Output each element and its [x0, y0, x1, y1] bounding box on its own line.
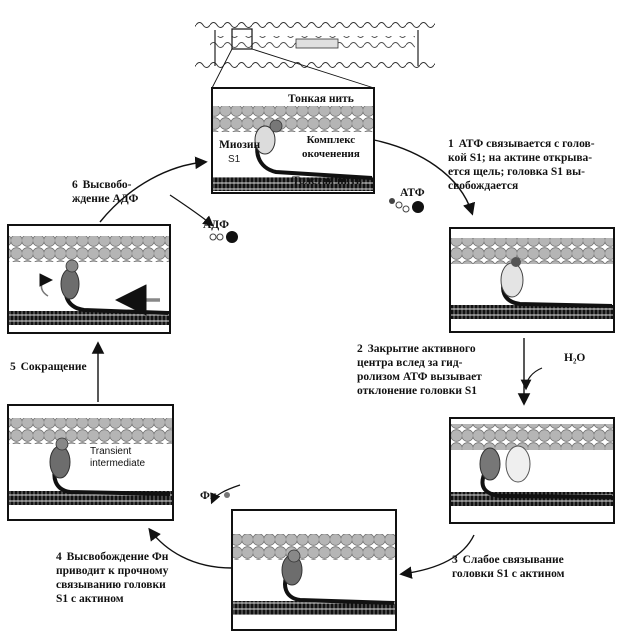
panel-top	[211, 87, 375, 194]
water-label: H₂O	[564, 352, 585, 364]
thick-filament-label: Толстая нить	[292, 175, 362, 187]
adp-label: АДФ	[203, 219, 229, 231]
step-3-text: Слабое связывание головки S1 с актином	[452, 554, 565, 580]
panel-bottom	[231, 509, 397, 631]
step-5-number: 5	[10, 361, 16, 373]
step-2-number: 2	[357, 343, 363, 355]
panel-left-lower	[7, 404, 174, 521]
cycle-arrows	[91, 139, 543, 579]
panel-right-upper	[449, 227, 615, 333]
adp-glyph	[209, 231, 238, 243]
step-3-number: 3	[452, 554, 458, 566]
step-5-text: Сокращение	[20, 361, 87, 373]
panel-left-upper	[7, 224, 171, 334]
pi-label: Фн	[200, 490, 217, 502]
step-2-text: Закрытие активного центра вслед за гид- …	[357, 343, 482, 397]
complex-label: Комплекс окоченения	[302, 134, 360, 160]
transient-intermediate-label: Transient intermediate	[90, 446, 146, 469]
atp-label: АТФ	[400, 187, 425, 199]
step-1-number: 1	[448, 138, 454, 150]
step-5-caption: 5 Сокращение	[10, 360, 87, 374]
step-4-text: Высвобождение Фн приводит к прочному свя…	[56, 551, 169, 605]
thin-filament-label: Тонкая нить	[288, 93, 354, 105]
step-6-number: 6	[72, 179, 78, 191]
sarcomere-sketch	[185, 14, 440, 89]
atp-glyph	[389, 198, 424, 213]
step-1-caption: 1 АТФ связывается с голов- кой S1; на ак…	[448, 137, 595, 193]
s1-label: S1	[228, 154, 241, 165]
step-6-text: Высвобо- ждение АДФ	[72, 179, 139, 205]
step-4-number: 4	[56, 551, 62, 563]
pi-glyph	[224, 492, 230, 498]
step-2-caption: 2 Закрытие активного центра вслед за гид…	[357, 342, 482, 398]
step-3-caption: 3 Слабое связывание головки S1 с актином	[452, 553, 564, 581]
step-4-caption: 4 Высвобождение Фн приводит к прочному с…	[56, 550, 168, 606]
myosin-label: Миозин	[219, 139, 260, 151]
step-6-caption: 6 Высвобо- ждение АДФ	[72, 178, 138, 206]
step-1-text: АТФ связывается с голов- кой S1; на акти…	[448, 138, 595, 192]
panel-right-lower	[449, 417, 615, 524]
